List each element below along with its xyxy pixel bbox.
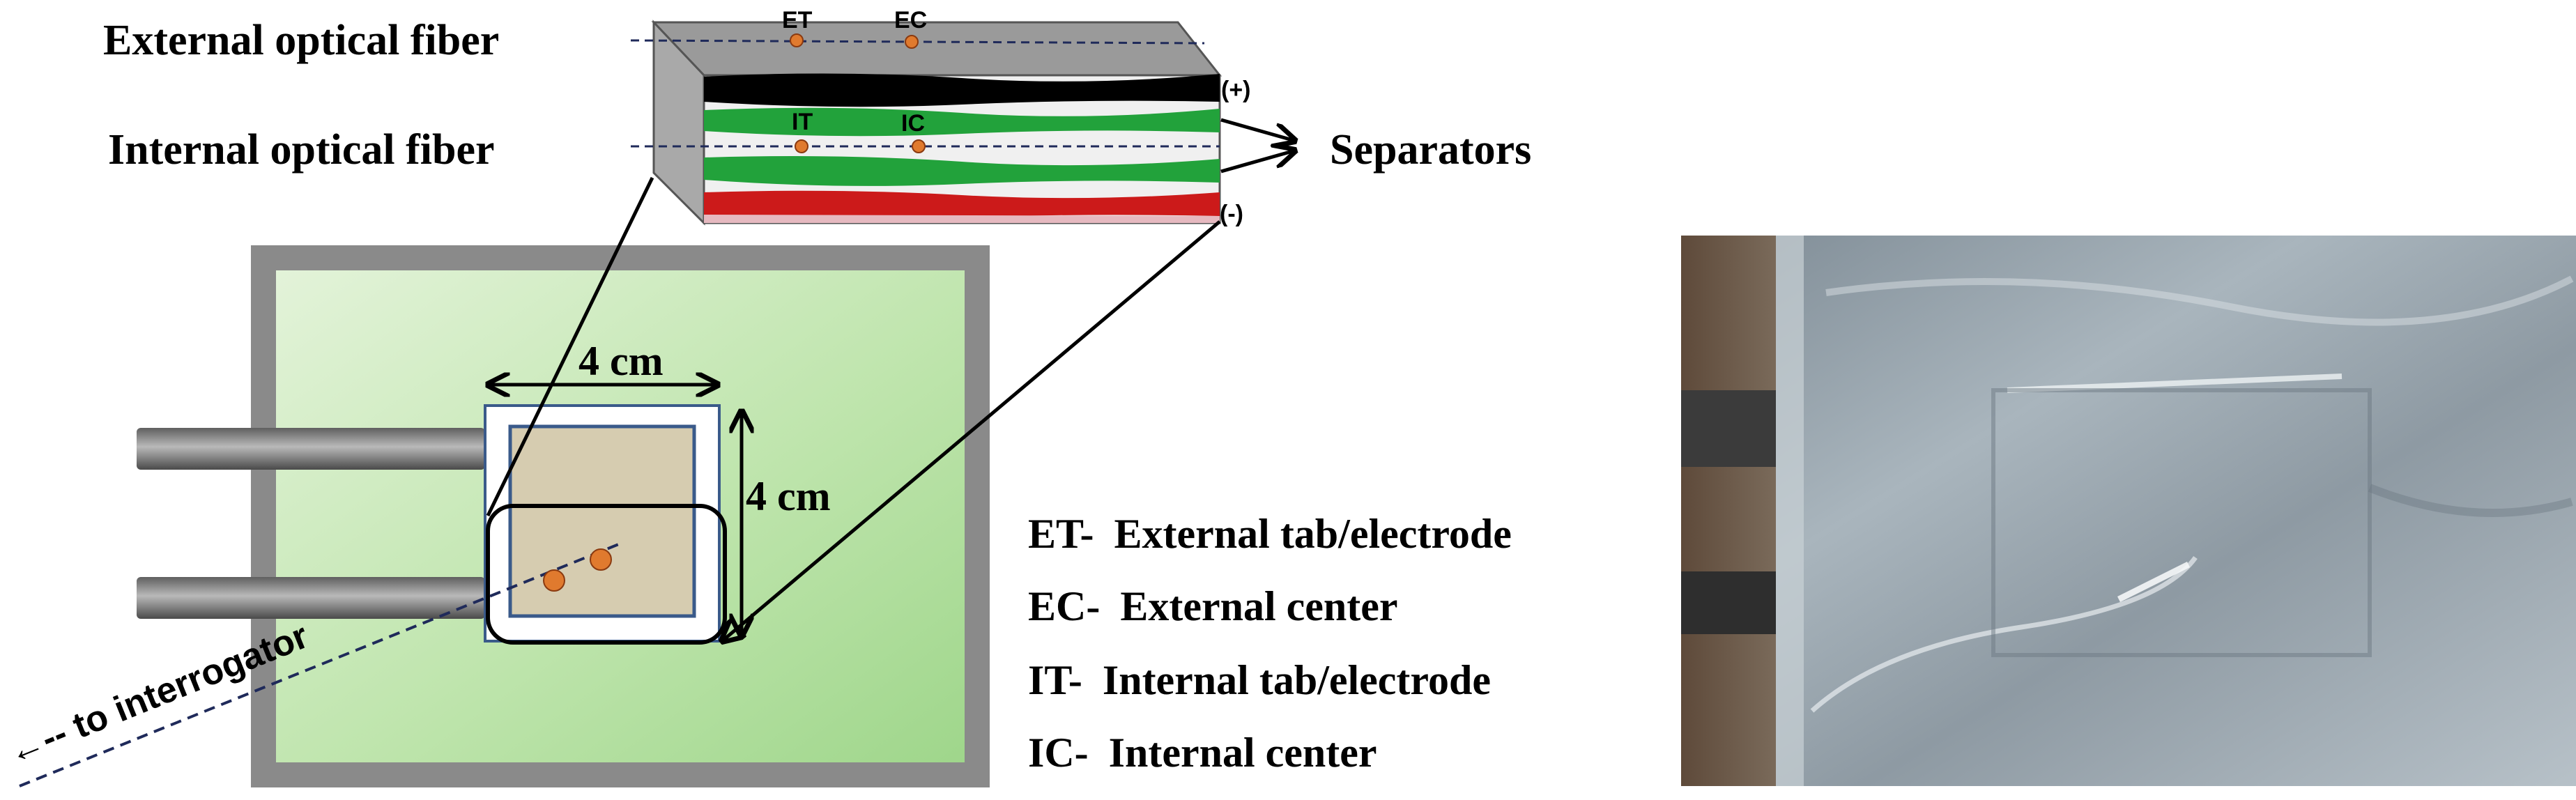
separators-label: Separators	[1330, 126, 1531, 174]
photo-tab-top	[1681, 390, 1776, 467]
legend-text-it: Internal tab/electrode	[1103, 657, 1491, 703]
pouch-cell-photo	[1681, 236, 2576, 786]
zoom-line-left	[486, 176, 654, 517]
electrode-overlay-outline	[486, 504, 727, 645]
photo-left-edge	[1681, 236, 1776, 786]
height-dimension-label: 4 cm	[746, 473, 831, 519]
sensor-point-ic	[912, 139, 926, 153]
sensor-point-it	[795, 139, 808, 153]
point-label-et: ET	[782, 7, 813, 33]
block-top-face	[651, 21, 1222, 77]
legend-row-it: IT- Internal tab/electrode	[1028, 657, 1491, 703]
external-fiber-label: External optical fiber	[103, 17, 499, 64]
internal-fiber-label: Internal optical fiber	[108, 126, 495, 174]
legend-code-et: ET-	[1028, 511, 1094, 557]
legend-row-ec: EC- External center	[1028, 583, 1398, 629]
fiber-sensor-point-1	[543, 569, 565, 592]
photo-wrinkle-1	[1825, 275, 2574, 326]
separator-layer-top	[704, 107, 1220, 137]
positive-terminal-label: (+)	[1221, 77, 1251, 103]
legend-row-et: ET- External tab/electrode	[1028, 511, 1512, 557]
photo-wrinkle-2	[2007, 374, 2343, 393]
photo-wrinkle-3	[1810, 555, 2198, 713]
anode-collector	[704, 215, 1220, 223]
photo-electrode-shadow	[1991, 388, 2372, 657]
width-dimension-label: 4 cm	[578, 338, 664, 384]
legend-code-it: IT-	[1028, 657, 1082, 703]
tab-positive	[137, 428, 485, 470]
legend-row-ic: IC- Internal center	[1028, 730, 1377, 776]
tab-negative	[137, 577, 485, 619]
photo-wrinkle-5	[2368, 484, 2573, 517]
cell-layer-block	[651, 20, 1222, 226]
electrode-inner	[508, 424, 696, 618]
separator-layer-bottom	[704, 156, 1220, 186]
legend-code-ic: IC-	[1028, 730, 1089, 776]
point-label-ic: IC	[901, 110, 925, 137]
photo-wrinkle-4	[2117, 561, 2191, 603]
anode-layer	[704, 190, 1220, 220]
point-label-ec: EC	[894, 7, 927, 33]
sensor-point-ec	[905, 35, 919, 49]
photo-tab-bottom	[1681, 571, 1776, 634]
point-label-it: IT	[792, 109, 813, 135]
photo-seal-edge	[1776, 236, 1804, 786]
fiber-sensor-point-2	[590, 548, 612, 571]
cathode-layer	[704, 73, 1220, 107]
legend-code-ec: EC-	[1028, 583, 1100, 629]
separator-arrow-bottom	[1220, 151, 1295, 174]
legend-text-ic: Internal center	[1109, 730, 1377, 776]
legend-text-et: External tab/electrode	[1114, 511, 1512, 557]
legend-text-ec: External center	[1120, 583, 1397, 629]
zoom-line-right	[722, 220, 1221, 641]
sensor-point-et	[790, 33, 804, 47]
separator-arrow-top	[1220, 118, 1295, 141]
negative-terminal-label: (-)	[1220, 201, 1243, 227]
legend: ET- External tab/electrode EC- External …	[1028, 511, 1512, 776]
